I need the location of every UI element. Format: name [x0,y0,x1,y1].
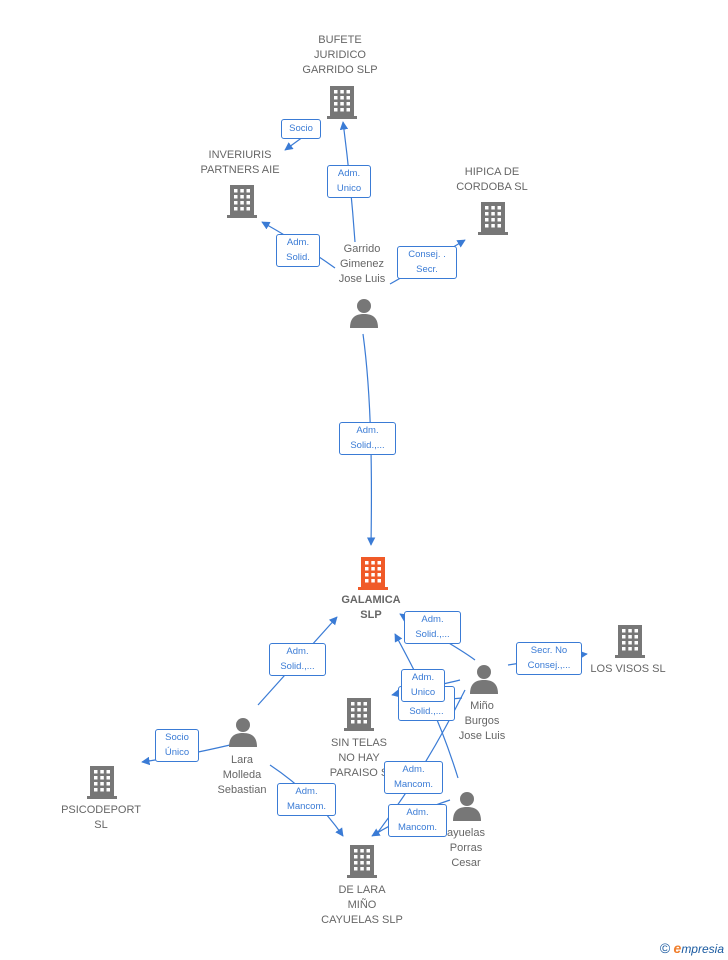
node-label: Lara Molleda Sebastian [217,754,267,796]
node-label: GALAMICA SLP [341,594,401,621]
building-icon [344,696,374,737]
person-icon [229,718,257,747]
node-label: BUFETE JURIDICO GARRIDO SLP [302,34,378,76]
node-label: Garrido Gimenez Jose Luis [338,243,386,285]
person-icon [453,792,481,821]
person-icon [350,299,378,328]
building-icon [87,764,117,805]
edge-label-adm-mancom[interactable]: Adm. Mancom. [277,783,336,816]
brand-logo[interactable]: © empresia [660,940,724,956]
edge-label-socio-unico[interactable]: Socio Único [155,729,199,762]
brand-name: mpresia [681,942,724,956]
node-label: Miño Burgos Jose Luis [458,700,506,742]
node-label: ayuelas Porras Cesar [447,827,485,869]
edge-label-adm-unico[interactable]: Adm. Unico [401,669,445,702]
copyright-icon: © [659,940,671,956]
edge-label-adm-solid[interactable]: Adm. Solid.,... [269,643,326,676]
edge-label-adm-mancom[interactable]: Adm. Mancom. [384,761,443,794]
node-label: PSICODEPORT SL [61,804,141,831]
node-label: SIN TELAS NO HAY PARAISO S [329,737,388,779]
edge-label-adm-solid[interactable]: Adm. Solid. [276,234,320,267]
person-icon [470,665,498,694]
node-label: LOS VISOS SL [590,663,666,675]
building-icon [358,555,388,596]
building-icon [347,843,377,884]
edge-label-socio[interactable]: Socio [281,119,321,139]
edge-label-adm-solid[interactable]: Adm. Solid.,... [339,422,396,455]
edge-label-adm-unico[interactable]: Adm. Unico [327,165,371,198]
brand-e: e [673,940,682,956]
node-label: HIPICA DE CORDOBA SL [456,166,528,193]
node-label: INVERIURIS PARTNERS AIE [200,149,280,176]
building-icon [227,183,257,224]
edge-label-adm-mancom[interactable]: Adm. Mancom. [388,804,447,837]
building-icon [615,623,645,664]
edge-label-adm-solid[interactable]: Adm. Solid.,... [404,611,461,644]
building-icon [478,200,508,241]
edge-label-secr-no-consej[interactable]: Secr. No Consej.,... [516,642,582,675]
edge-label-consej-secr[interactable]: Consej. . Secr. [397,246,457,279]
node-label: DE LARA MIÑO CAYUELAS SLP [321,884,403,926]
building-icon [327,84,357,125]
